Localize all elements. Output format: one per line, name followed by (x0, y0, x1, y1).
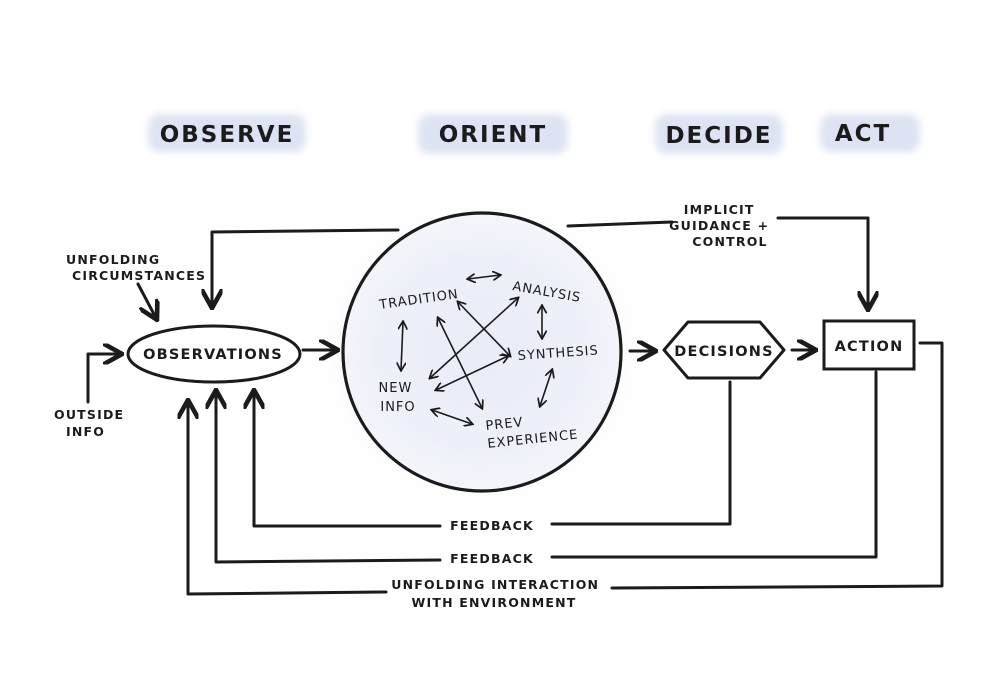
tradition-synthesis-arrow (458, 302, 510, 356)
feedback-action-label: FEEDBACK (450, 551, 534, 566)
phase-decide: DECIDE (665, 123, 772, 149)
observations-node (126, 324, 302, 384)
phase-orient: ORIENT (439, 122, 547, 148)
implicit-guidance-label: IMPLICIT GUIDANCE + CONTROL (669, 202, 775, 249)
action-node (822, 319, 916, 371)
unfolding-circumstances-arrow (136, 282, 156, 318)
unfolding-interaction-label: UNFOLDING INTERACTION WITH ENVIRONMENT (391, 577, 605, 610)
observe-highlight (148, 114, 306, 152)
outside-info-label: OUTSIDE INFO (54, 407, 130, 439)
tradition-analysis-arrow (468, 275, 500, 279)
tradition-prev-arrow (438, 318, 482, 408)
phase-observe: OBSERVE (160, 122, 295, 148)
decisions-node (662, 320, 786, 380)
implicit-guidance-to-observations-arrow (212, 228, 400, 306)
outside-info-arrow (86, 354, 120, 404)
orient-synthesis: SYNTHESIS (517, 343, 599, 364)
decide-highlight (655, 114, 783, 154)
implicit-guidance-to-action-arrow (776, 216, 868, 308)
synthesis-prev-arrow (540, 370, 552, 406)
orient-highlight (418, 114, 568, 154)
feedback-decisions-label: FEEDBACK (450, 518, 534, 533)
interaction-arrow (188, 402, 388, 596)
observations-label: OBSERVATIONS (143, 347, 283, 363)
act-highlight (820, 114, 920, 152)
interaction-line-right (610, 341, 944, 590)
phase-act: ACT (835, 121, 891, 147)
unfolding-circumstances-label: UNFOLDING CIRCUMSTANCES (66, 252, 206, 283)
decisions-label: DECISIONS (674, 344, 774, 360)
feedback-decisions-arrow (254, 392, 442, 528)
implicit-guidance-line-left (566, 220, 674, 228)
feedback-action-line-right (550, 370, 878, 559)
newinfo-prev-arrow (432, 410, 472, 424)
action-label: ACTION (835, 339, 904, 355)
tradition-newinfo-arrow (401, 322, 403, 370)
feedback-action-arrow (216, 392, 442, 564)
orient-new-info: NEW INFO (379, 381, 418, 415)
orient-inner-arrows (401, 275, 552, 424)
phase-highlights (148, 114, 920, 154)
feedback-decisions-line-right (550, 380, 732, 526)
